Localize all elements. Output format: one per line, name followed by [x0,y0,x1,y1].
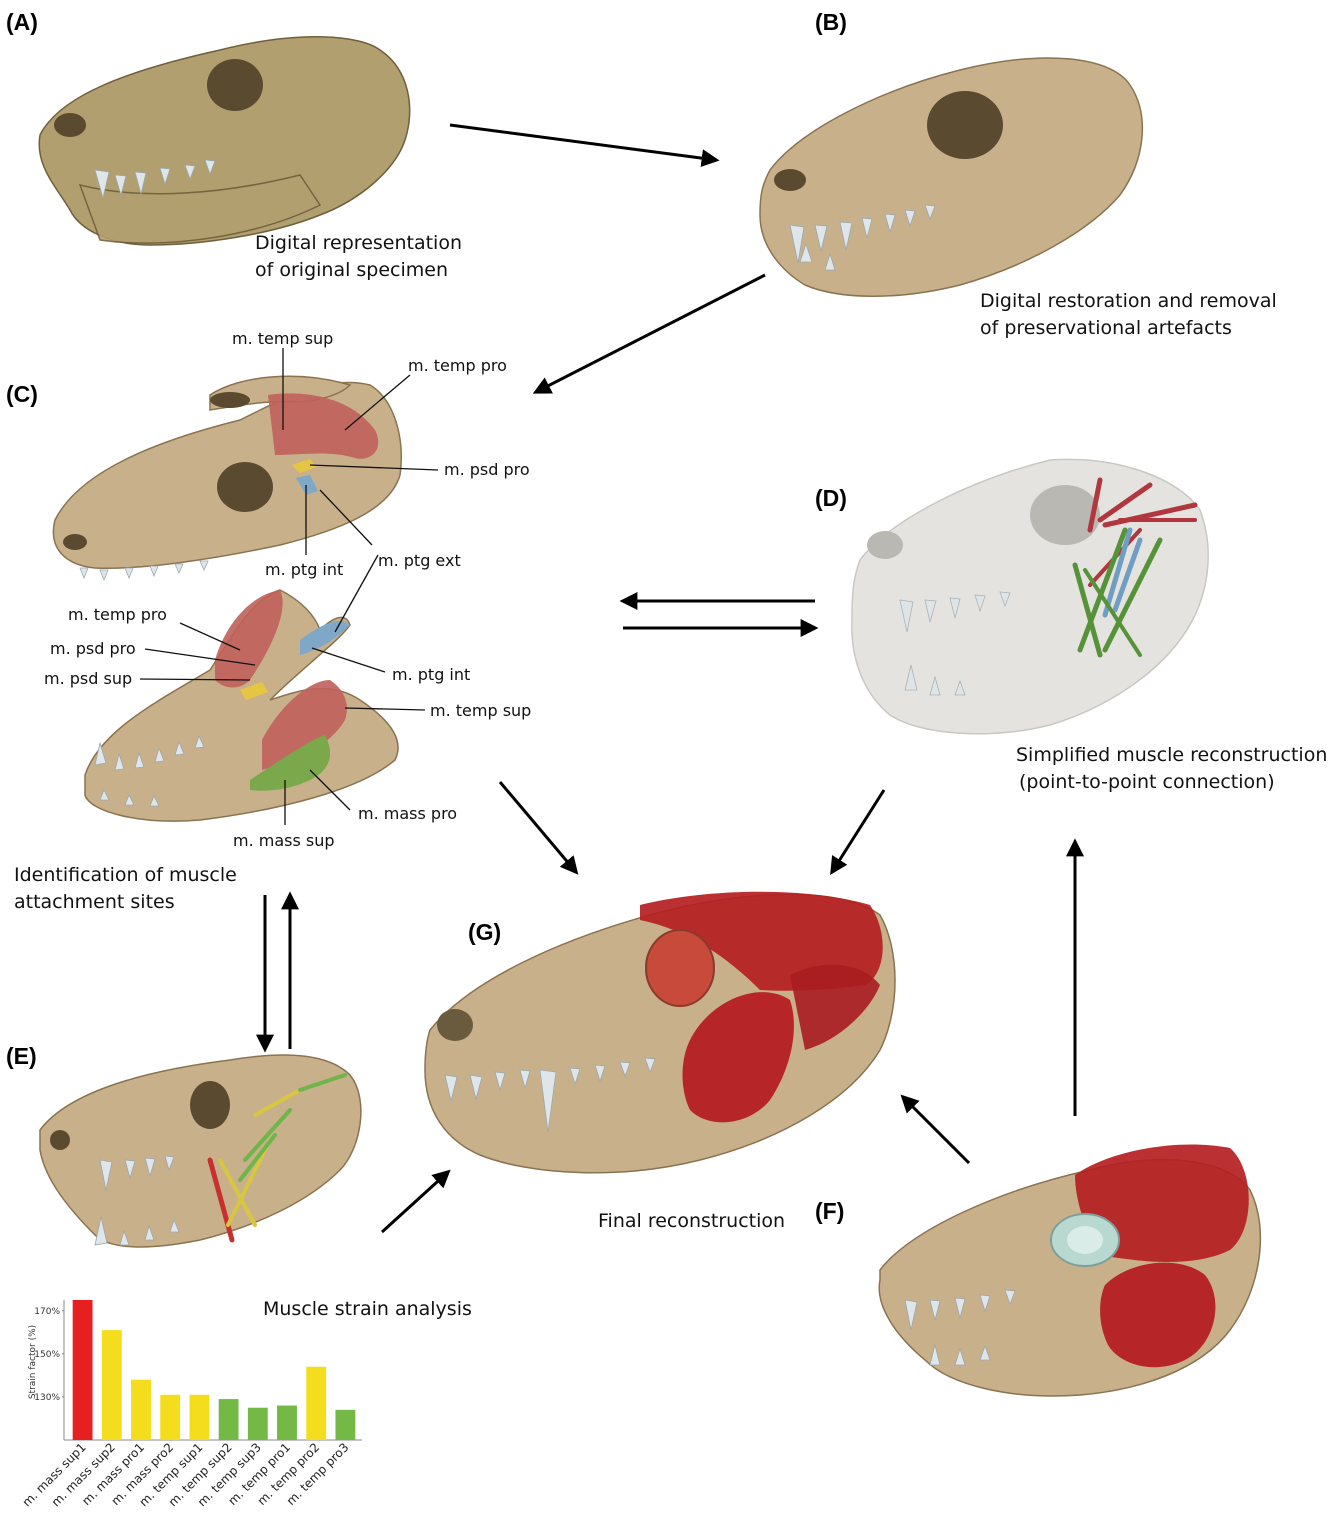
chart-bar [131,1380,151,1440]
panel-f: (F) [815,1144,1260,1395]
label-top-ptg-int: m. ptg int [265,560,343,579]
skull-c-cranium [53,376,401,580]
panel-b: (B) Digital restoration and removal of p… [760,9,1277,339]
chart-bar [248,1408,268,1440]
eyeball-f [1067,1226,1103,1254]
panel-c-label: (C) [6,381,38,407]
panel-d-caption-line2: (point-to-point connection) [1019,771,1275,793]
label-jaw-mass-pro: m. mass pro [358,804,457,823]
label-top-temp-sup: m. temp sup [232,329,333,348]
panel-b-caption-line2: of preservational artefacts [980,317,1232,339]
skull-c-mandible [85,590,398,821]
skull-f-volumetric [879,1144,1260,1395]
panel-b-caption-line1: Digital restoration and removal [980,290,1277,312]
chart-bar [73,1300,93,1440]
panel-e-label: (E) [6,1043,37,1069]
panel-a: (A) Digital representation of original s… [6,9,462,281]
panel-g-label: (G) [468,919,501,945]
chart-y-ticks: 130% 150% 170% [34,1307,64,1403]
label-top-temp-pro: m. temp pro [408,356,507,375]
strain-factor-chart: Strain factor (%) 130% 150% 170% m. mass s… [20,1300,362,1509]
chart-bar [102,1330,122,1440]
panel-b-label: (B) [815,9,847,35]
chart-bar [189,1395,209,1440]
arrow-c-to-g [500,782,576,872]
nostril-final [437,1009,473,1041]
chart-y-axis-label: Strain factor (%) [28,1325,38,1399]
label-jaw-psd-pro: m. psd pro [50,639,136,658]
panel-g: (G) Final reconstruction [425,892,895,1232]
panel-a-label: (A) [6,9,38,35]
panel-d-label: (D) [815,485,847,511]
chart-y-tick-label: 130% [34,1393,60,1403]
panel-e: (E) Muscle strain analysis Strain factor… [6,1043,472,1509]
skull-d-ghost [852,459,1208,733]
panel-e-caption: Muscle strain analysis [263,1298,472,1320]
chart-bar [306,1367,326,1440]
arrow-a-to-b [450,125,716,160]
panel-c-caption-line2: attachment sites [14,891,175,913]
label-jaw-psd-sup: m. psd sup [44,669,132,688]
panel-c-caption-line1: Identification of muscle [14,864,237,886]
arrow-b-to-c [536,275,765,392]
label-jaw-temp-pro: m. temp pro [68,605,167,624]
chart-y-tick-label: 150% [34,1350,60,1360]
chart-y-tick-label: 170% [34,1307,60,1317]
panel-a-caption-line2: of original specimen [255,259,448,281]
chart-bar [335,1410,355,1440]
panel-g-caption: Final reconstruction [598,1210,785,1232]
orbit-final [646,930,714,1006]
panel-d-caption-line1: Simplified muscle reconstruction [1016,744,1327,766]
leader-jaw-ptg-int [312,648,385,672]
chart-bars [73,1300,356,1440]
arrow-d-to-g [832,790,884,872]
arrow-e-to-g [382,1172,448,1232]
panel-d: (D) Simplified muscle reconstruction [815,459,1327,793]
panel-f-label: (F) [815,1198,844,1224]
label-jaw-ptg-int: m. ptg int [392,665,470,684]
chart-bar [277,1406,297,1440]
panel-c: (C) [6,329,531,913]
label-jaw-mass-sup: m. mass sup [233,831,335,850]
panel-a-caption-line1: Digital representation [255,232,462,254]
chart-bar [219,1399,239,1440]
skull-b-restored [760,58,1142,296]
label-top-psd-pro: m. psd pro [444,460,530,479]
chart-bar [160,1395,180,1440]
label-top-ptg-ext: m. ptg ext [378,551,461,570]
skull-a-original [39,37,409,245]
label-jaw-temp-sup: m. temp sup [430,701,531,720]
arrow-f-to-g [903,1097,969,1163]
